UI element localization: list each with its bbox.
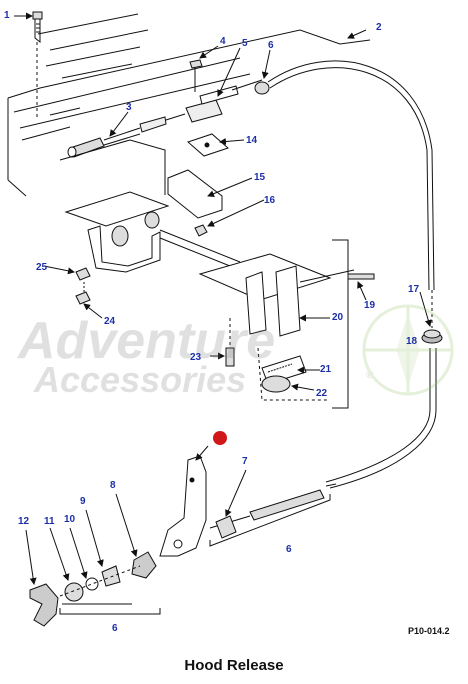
span-brackets (59, 494, 331, 615)
release-cable (267, 60, 437, 489)
highlight-badge-13 (213, 431, 227, 445)
callout-1: 1 (4, 10, 10, 21)
callout-7: 7 (242, 456, 248, 467)
callout-11: 11 (44, 516, 55, 527)
pad-14 (187, 133, 229, 157)
compass-logo-icon (362, 304, 454, 396)
fasteners-16-24-25 (75, 224, 208, 305)
figure-reference: P10-014.2 (408, 626, 450, 636)
callout-22: 22 (316, 388, 328, 399)
callout-6: 6 (112, 623, 118, 634)
callout-labels: 1234561415162524171918202321221376891011… (4, 10, 420, 634)
callout-3: 3 (126, 102, 132, 113)
firewall-panel (7, 13, 371, 197)
callout-6: 6 (286, 544, 292, 555)
watermark-reg: ® (366, 370, 374, 381)
callout-16: 16 (264, 195, 276, 206)
grommet-17 (421, 290, 443, 344)
callout-10: 10 (64, 514, 76, 525)
handle-assembly-8-12 (29, 551, 157, 627)
callout-6: 6 (268, 40, 274, 51)
callout-17: 17 (408, 284, 420, 295)
lever-assembly-5 (185, 59, 270, 123)
spring-handle-21-22 (257, 347, 328, 401)
watermark-line1: Adventure (16, 312, 275, 370)
bracket-15 (64, 169, 241, 273)
bolt-1 (32, 11, 43, 120)
callout-19: 19 (364, 300, 376, 311)
callout-12: 12 (18, 516, 30, 527)
screw-23 (225, 318, 235, 367)
callout-15: 15 (254, 172, 266, 183)
callout-24: 24 (104, 316, 116, 327)
callout-4: 4 (220, 36, 226, 47)
callout-18: 18 (406, 336, 418, 347)
callout-9: 9 (80, 496, 86, 507)
callout-25: 25 (36, 262, 48, 273)
callout-5: 5 (242, 38, 248, 49)
watermark: Adventure Accessories ® (16, 304, 454, 400)
cable-end-3 (59, 113, 186, 195)
callout-2: 2 (376, 22, 382, 33)
bracket-13 (159, 455, 337, 557)
callout-21: 21 (320, 364, 332, 375)
watermark-line2: Accessories (33, 359, 246, 400)
callout-23: 23 (190, 352, 202, 363)
callout-20: 20 (332, 312, 344, 323)
callout-8: 8 (110, 480, 116, 491)
latch-assembly-18 (198, 239, 375, 409)
diagram-title: Hood Release (184, 657, 283, 674)
leader-lines (14, 12, 432, 585)
callout-14: 14 (246, 135, 258, 146)
